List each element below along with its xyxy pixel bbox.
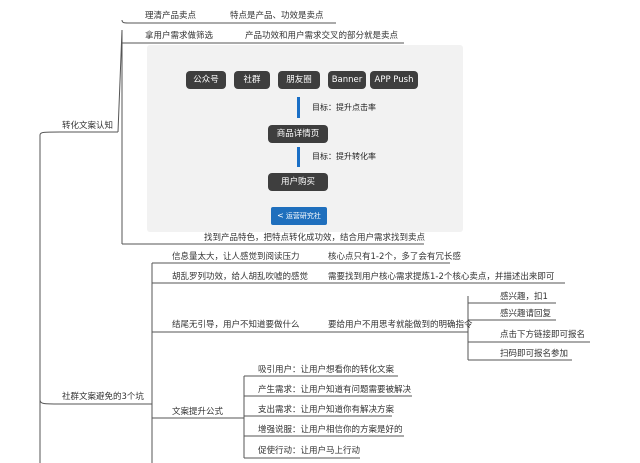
pit3-option-4: 扫码即可报名参加 (500, 349, 569, 359)
goal-conversion-rate: 目标：提升转化率 (312, 152, 376, 161)
pit3-label: 结尾无引导，用户不知道要做什么 (172, 320, 300, 330)
channel-banner: Banner (328, 71, 366, 89)
formula-step-2: 产生需求：让用户知道有问题需要被解决 (258, 385, 412, 395)
formula-step-1: 吸引用户：让用户想看你的转化文案 (258, 365, 395, 375)
channel-pengyouquan: 朋友圈 (278, 71, 320, 89)
branch1-item2-label: 拿用户需求做筛选 (145, 31, 214, 41)
source-badge: <运营研究社 (271, 207, 327, 225)
pit3-option-1: 感兴趣，扣1 (500, 292, 548, 302)
pit2-note: 需要找到用户核心需求提炼1-2个核心卖点，并描述出来即可 (328, 272, 555, 282)
share-icon: < (277, 211, 284, 220)
branch2-underline (39, 399, 144, 405)
branch1-item1-note: 特点是产品、功效是卖点 (230, 11, 324, 21)
branch1-item1-label: 理清产品卖点 (145, 11, 197, 21)
flow-arrow-1 (297, 97, 300, 118)
branch1-item1-line (121, 19, 336, 24)
branch1-item2-note: 产品功效和用户需求交叉的部分就是卖点 (245, 31, 399, 41)
stage-product-detail: 商品详情页 (268, 125, 328, 143)
branch2-title: 社群文案避免的3个坑 (62, 392, 144, 402)
flow-arrow-2 (297, 147, 300, 167)
pit3-option-2: 感兴趣请回复 (500, 309, 552, 319)
goal-click-rate: 目标：提升点击率 (312, 103, 376, 112)
channel-shequn: 社群 (234, 71, 270, 89)
pit1-note: 核心点只有1-2个，多了会有冗长感 (328, 252, 461, 262)
formula-label: 文案提升公式 (172, 407, 224, 417)
pit3-option-3: 点击下方链接即可报名 (500, 330, 586, 340)
channel-app-push: APP Push (370, 71, 418, 89)
branch1-spine (117, 29, 123, 244)
pit2-label: 胡乱罗列功效，给人胡乱吹嘘的感觉 (172, 272, 309, 282)
pit3-note: 要给用户不用思考就能做到的明确指令 (328, 320, 473, 330)
channel-gongzhonghao: 公众号 (186, 71, 226, 89)
formula-step-4: 增强说服：让用户相信你的方案是好的 (258, 425, 403, 435)
branch1-summary: 找到产品特色，把特点转化成功效，结合用户需求找到卖点 (204, 233, 426, 243)
pit1-label: 信息量太大，让人感觉到阅读压力 (172, 252, 300, 262)
branch1-title: 转化文案认知 (62, 121, 114, 131)
branch1-underline (39, 131, 118, 136)
formula-step-3: 支出需求：让用户知道你有解决方案 (258, 405, 395, 415)
stage-user-purchase: 用户购买 (268, 173, 328, 191)
source-badge-label: 运营研究社 (285, 212, 321, 220)
formula-step-5: 促使行动：让用户马上行动 (258, 446, 361, 456)
